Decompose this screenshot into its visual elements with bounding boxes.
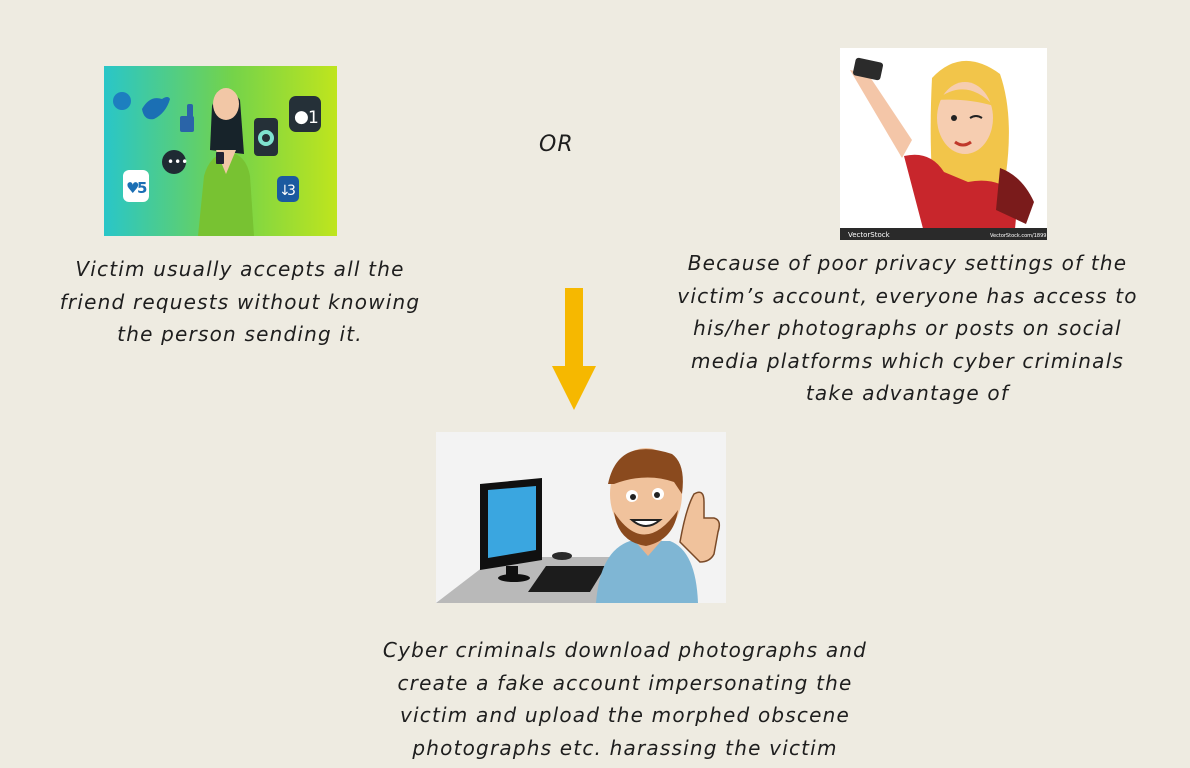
chat-bubble-icon [162,150,186,174]
left-caption: Victim usually accepts all the friend re… [20,253,460,351]
caption-line: Cyber criminals download photographs and [382,638,868,662]
twitter-icon [142,97,170,120]
caption-line: create a fake account impersonating the [397,670,853,695]
cyber-criminal-illustration [436,432,726,603]
watermark-url: VectorStock.com/1899 [990,233,1046,239]
caption-line: photographs etc. harassing the victim [412,735,838,760]
phone-icon [852,57,884,81]
caption-line: victim’s account, everyone has access to [677,283,1138,308]
svg-text:↓: ↓ [279,183,291,199]
social-media-illustration: ••• ♥ 5 ● 1 ↓ 3 [104,66,337,236]
or-label: OR [539,132,574,157]
keyboard-icon [528,566,606,592]
mouse-icon [552,552,572,560]
caption-line: friend requests without knowing [59,289,421,314]
caption-line: the person sending it. [117,322,363,346]
caption-line: victim and upload the morphed obscene [400,703,850,727]
badge-count: 5 [137,179,147,197]
caption-line: Because of poor privacy settings of the [687,251,1128,275]
badge-count: 1 [308,108,319,128]
camera-icon [254,118,278,156]
caption-line: take advantage of [805,381,1010,405]
caption-line: media platforms which cyber criminals [691,348,1124,373]
svg-text:●: ● [294,107,309,127]
follower-badge-icon: ↓ 3 [277,176,299,202]
badge-count: 3 [287,183,296,199]
bottom-caption: Cyber criminals download photographs and… [330,634,920,764]
woman-figure [198,88,254,236]
caption-line: his/her photographs or posts on social [693,316,1122,340]
down-arrow [552,288,596,410]
notification-badge-icon: ● 1 [289,96,321,132]
heart-badge-icon: ♥ 5 [123,170,149,202]
svg-text:♥: ♥ [126,179,139,197]
man-figure [596,448,721,603]
monitor-icon [480,478,542,582]
facebook-icon [113,92,131,110]
like-icon [180,104,194,132]
watermark: VectorStock [848,231,891,239]
right-caption: Because of poor privacy settings of the … [655,247,1160,410]
selfie-illustration: VectorStock VectorStock.com/1899 [840,48,1047,240]
svg-text:•••: ••• [167,155,188,169]
caption-line: Victim usually accepts all the [75,257,405,281]
